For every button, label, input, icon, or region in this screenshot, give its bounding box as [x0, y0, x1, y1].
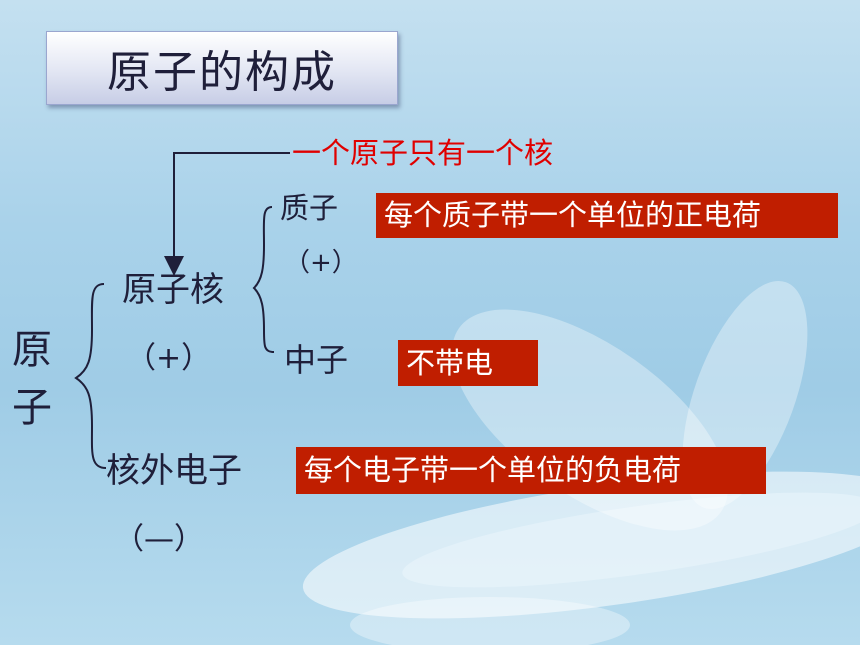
- arrow-to-nucleus: [164, 152, 290, 276]
- proton-label: 质子: [280, 191, 339, 225]
- nucleus-brace: [252, 206, 275, 353]
- neutron-label: 中子: [284, 341, 349, 379]
- neutron-note-box: 不带电: [398, 340, 538, 386]
- atom-label-char-1: 原: [12, 327, 52, 373]
- atom-label-char-2: 子: [12, 385, 52, 431]
- page-title: 原子的构成: [46, 31, 398, 105]
- electron-note-box: 每个电子带一个单位的负电荷: [296, 447, 766, 494]
- electron-charge: （—）: [114, 522, 204, 557]
- one-nucleus-note: 一个原子只有一个核: [292, 136, 554, 170]
- proton-note-box: 每个质子带一个单位的正电荷: [376, 193, 838, 238]
- nucleus-charge: （+）: [126, 341, 212, 376]
- atom-brace: [74, 283, 107, 469]
- proton-charge: （+）: [284, 248, 358, 278]
- nucleus-label: 原子核: [122, 270, 224, 310]
- electron-label: 核外电子: [106, 451, 242, 491]
